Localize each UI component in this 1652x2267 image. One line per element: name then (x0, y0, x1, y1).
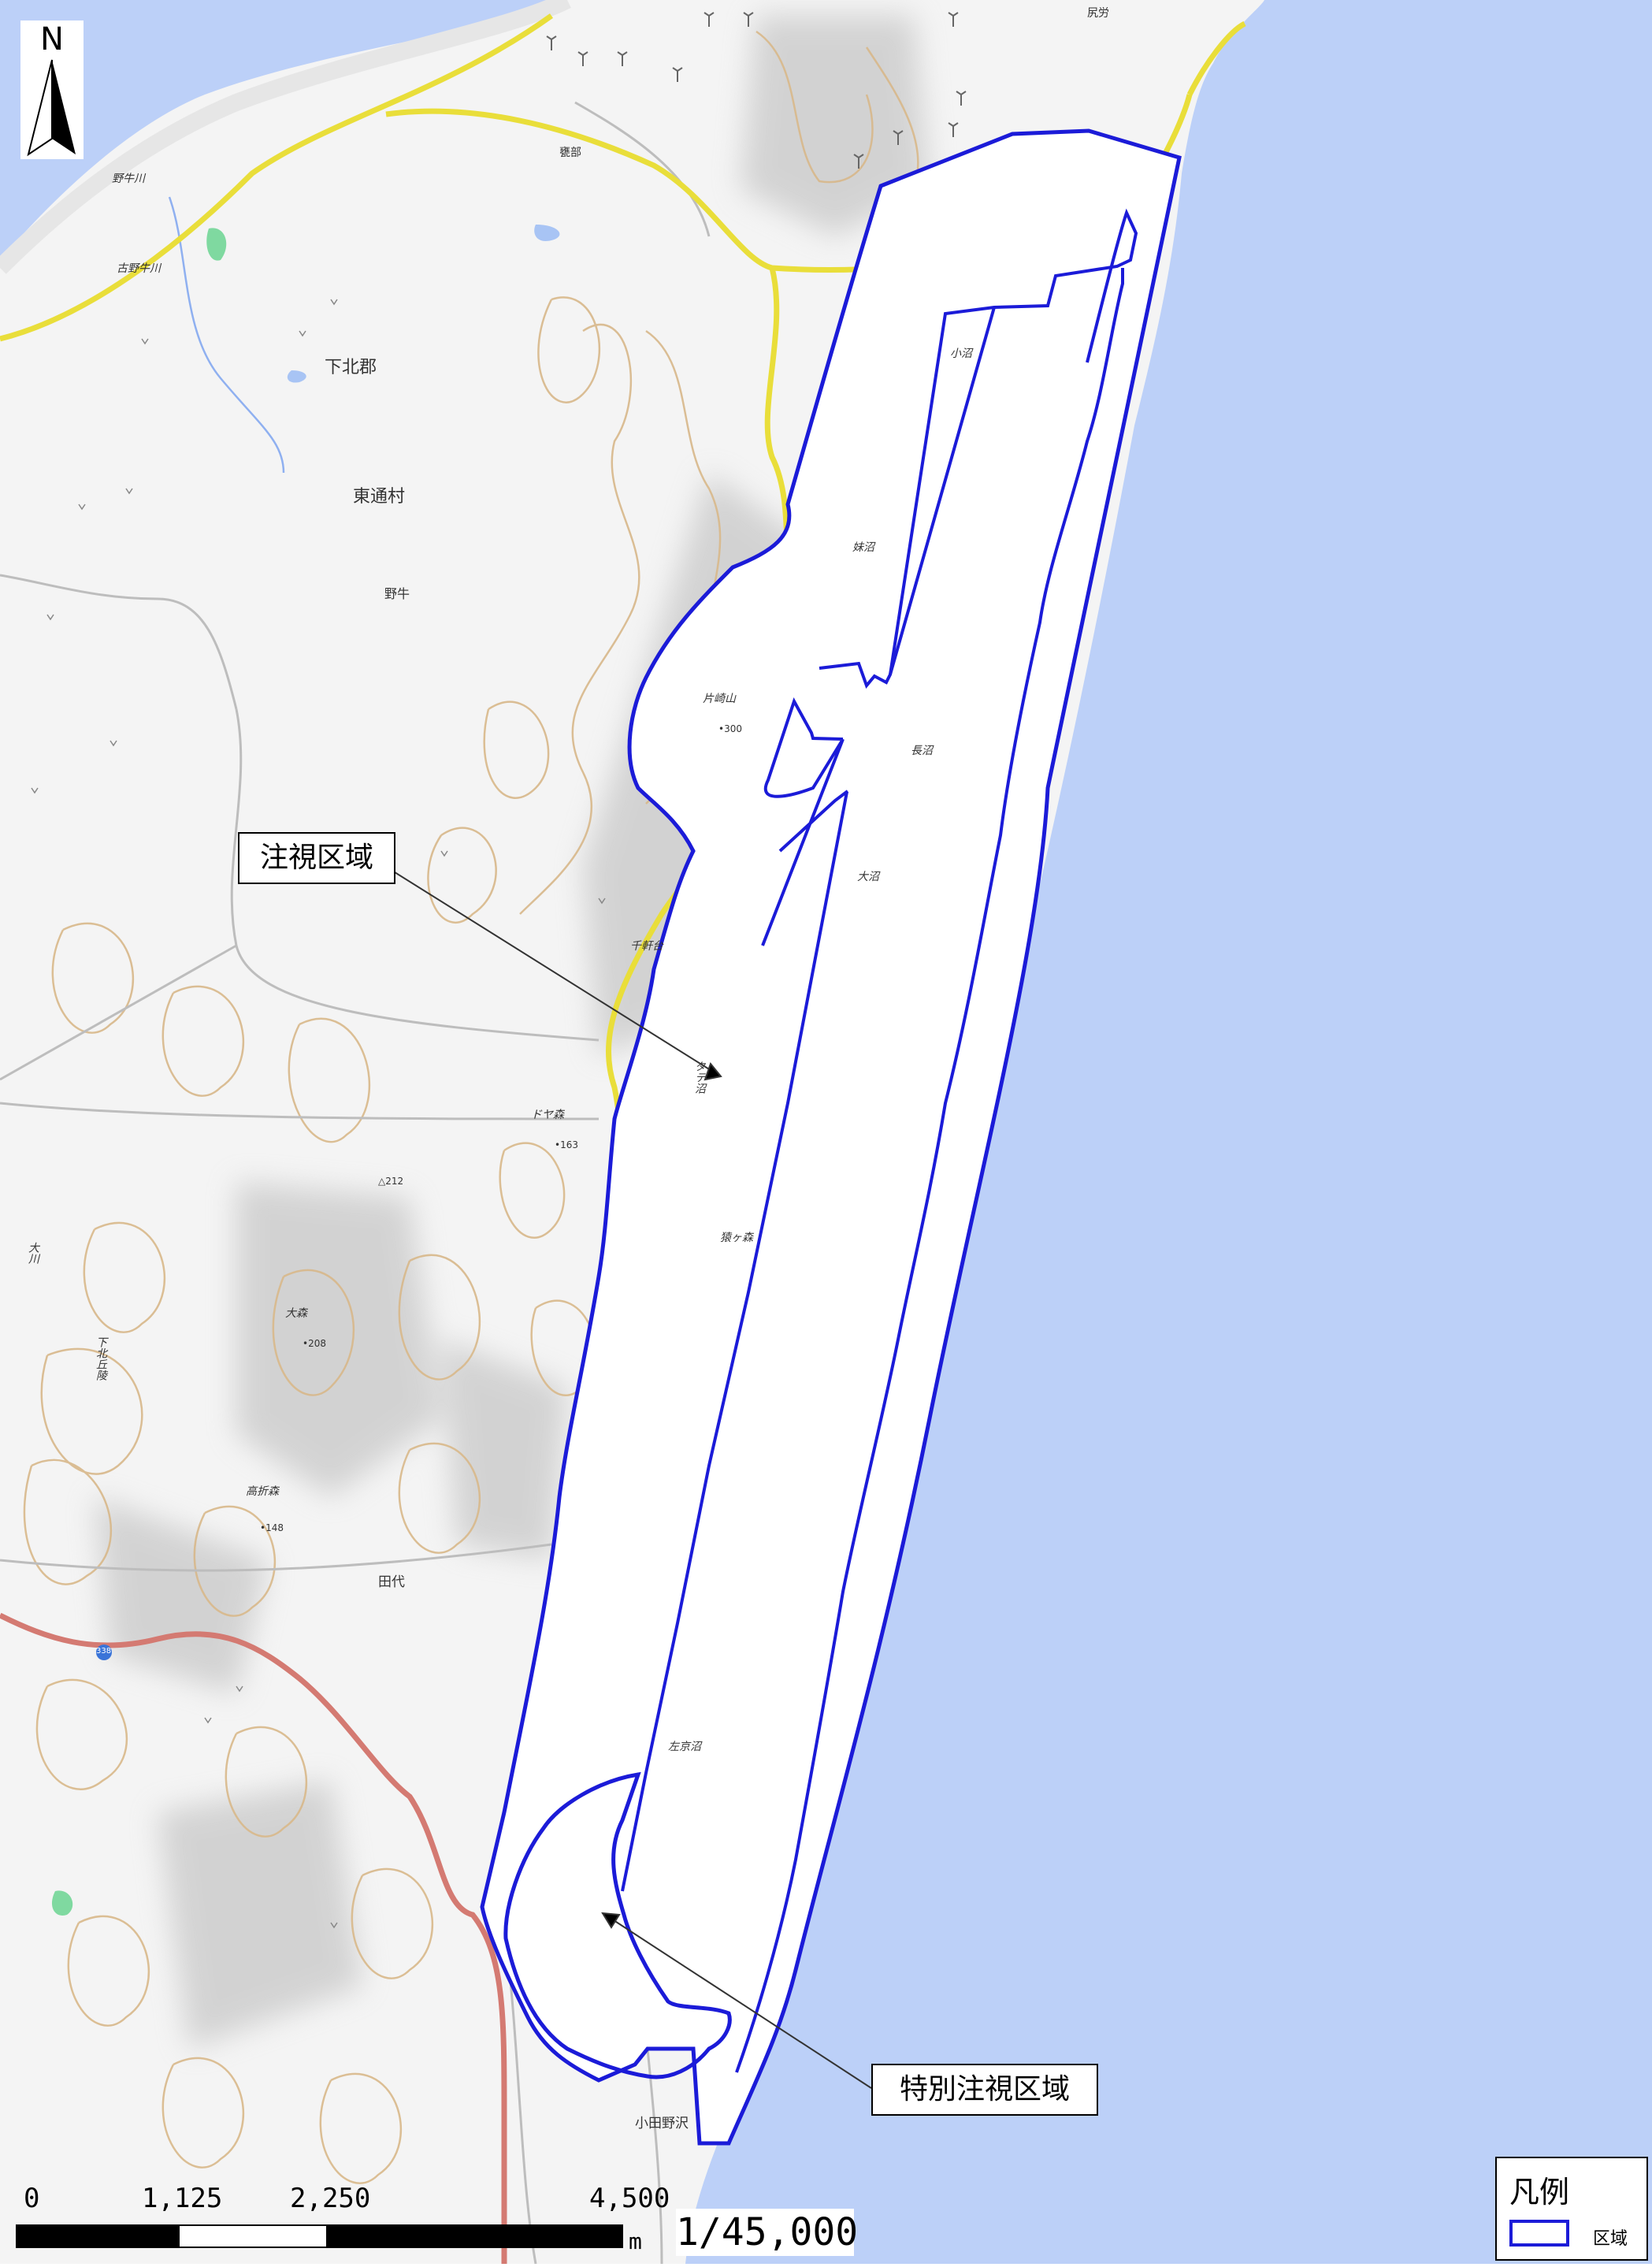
scale-ratio: 1/45,000 (676, 2209, 859, 2256)
sea-north (0, 0, 551, 260)
wind-turbine-icons (546, 12, 967, 169)
terrain-label-omori: 大森 (285, 1307, 307, 1320)
legend-swatch-area (1509, 2220, 1569, 2247)
water-label-sakyo: 左京沼 (668, 1741, 701, 1753)
terrain-label-takaori: 高折森 (246, 1485, 279, 1498)
elevation-takaori: •148 (260, 1522, 284, 1533)
inner-boundary-line (761, 307, 996, 946)
inner-west-band-line (621, 791, 848, 1892)
terrain-label-kyuryo: 下北丘陵 (95, 1336, 107, 1381)
terrain-label-sarugamori: 猿ヶ森 (720, 1232, 753, 1244)
terrain-label-doyamori: ドヤ森 (531, 1109, 564, 1121)
place-label-shiriya: 尻労 (1087, 7, 1109, 20)
elevation-katasaki: •300 (718, 723, 742, 734)
water-label-tatenuma: タテ沼 (693, 1061, 706, 1094)
north-arrow: N (20, 20, 84, 159)
place-label-shimokita-gun: 下北郡 (325, 358, 377, 377)
legend-title: 凡例 (1509, 2175, 1570, 2209)
water-label-imoto: 妹沼 (852, 541, 874, 554)
naganuma-notch (819, 208, 1138, 689)
legend-item-label: 区域 (1593, 2229, 1628, 2249)
elevation-doyamori: •163 (555, 1139, 578, 1150)
scale-unit: m (629, 2228, 642, 2254)
water-label-konuma: 小沼 (950, 347, 972, 360)
elevation-p212: △212 (378, 1176, 404, 1187)
water-label-naganuma: 長沼 (911, 745, 933, 757)
legend: 凡例 区域 (1495, 2157, 1648, 2261)
scale-tick-1125: 1,125 (142, 2183, 223, 2214)
place-label-higashidori: 東通村 (353, 487, 406, 507)
scale-tick-4500: 4,500 (589, 2183, 670, 2214)
watch-area-boundary (480, 128, 1182, 2146)
place-label-shitsukari: 甕部 (559, 147, 581, 159)
water-label-ookawa: 大川 (27, 1242, 39, 1264)
water-label-furunoushi: 古野牛川 (117, 262, 161, 275)
special-watch-area-boundary (503, 1771, 732, 2079)
watch-area-callout: 注視区域 (238, 832, 395, 884)
scale-bar-graphic (16, 2224, 623, 2248)
route-338 (0, 1612, 507, 2264)
sea-east (685, 0, 1652, 2264)
terrain-label-sengendai: 千軒台 (630, 940, 663, 953)
route-338-shield (96, 1645, 112, 1660)
elevation-omori: •208 (303, 1338, 326, 1349)
water-label-oonuma: 大沼 (857, 871, 879, 883)
route-number-label: 338 (96, 1647, 112, 1656)
inner-east-line (735, 268, 1124, 2073)
special-watch-area-callout: 特別注視区域 (871, 2064, 1098, 2116)
scale-tick-0: 0 (24, 2183, 40, 2214)
place-label-tashiro: 田代 (378, 1574, 405, 1590)
callout-leaders (385, 866, 872, 2089)
place-label-noushi: 野牛 (384, 586, 410, 601)
terrain-label-katasaki: 片崎山 (703, 693, 736, 705)
north-arrow-icon (27, 59, 76, 157)
north-label: N (40, 21, 64, 58)
water-label-noushi-river: 野牛川 (112, 173, 145, 185)
scale-tick-2250: 2,250 (290, 2183, 371, 2214)
north-coast-beach (0, 0, 571, 274)
place-label-odanosawa: 小田野沢 (635, 2116, 689, 2131)
scale-bar: 0 1,125 2,250 4,500 m (16, 2183, 851, 2261)
